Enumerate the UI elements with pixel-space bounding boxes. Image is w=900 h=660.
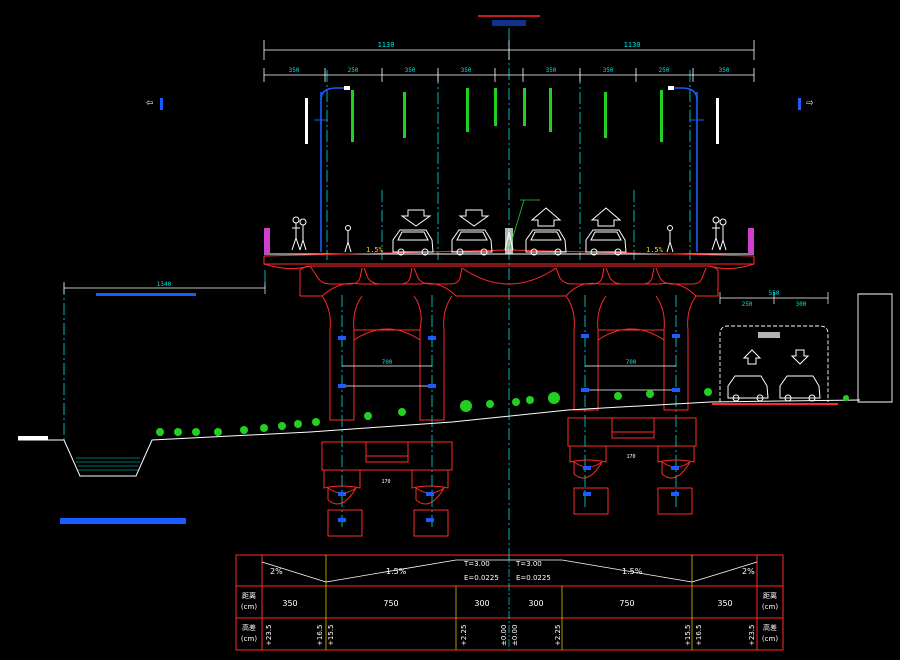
height-6: ±0.00 <box>511 625 519 646</box>
underpass-dim-b: 300 <box>796 301 807 308</box>
foundation-left <box>321 441 453 537</box>
height-2: +16.5 <box>316 625 324 646</box>
top-dimension-total <box>263 40 755 60</box>
table-slope-3: 1.5% <box>622 567 643 576</box>
pier-dim-right: 700 <box>626 359 637 366</box>
shrub-icons <box>156 388 849 436</box>
seg-dim-2: 250 <box>348 67 359 74</box>
median-annotation <box>504 199 540 251</box>
profile-table: 2% 1.5% 1.5% 2% T=3.00 E=0.0225 T=3.00 E… <box>235 554 784 651</box>
distance-3: 300 <box>474 599 489 608</box>
height-8: +15.5 <box>684 625 692 646</box>
foot-dim-right: 170 <box>626 454 635 460</box>
lane-arrow-icons <box>400 207 622 227</box>
height-1: +23.5 <box>265 625 273 646</box>
street-lamp-right-icon <box>668 86 704 252</box>
curve-left-t: T=3.00 <box>463 560 490 568</box>
row2-label-left-a: 高差 <box>242 623 256 632</box>
seg-dim-8: 350 <box>719 67 730 74</box>
seg-dim-4: 350 <box>461 67 472 74</box>
distance-6: 350 <box>717 599 732 608</box>
seg-dim-3: 350 <box>405 67 416 74</box>
piers-left <box>321 295 453 421</box>
building-outline <box>857 293 893 403</box>
height-5: ±0.00 <box>500 625 508 646</box>
distance-5: 750 <box>619 599 634 608</box>
foundation-right <box>567 417 697 515</box>
row2-label-left-b: (cm) <box>241 635 257 643</box>
height-10: +23.5 <box>748 625 756 646</box>
row2-label-right-b: (cm) <box>762 635 778 643</box>
underpass-box <box>719 325 829 402</box>
pier-markers <box>338 334 680 392</box>
row1-label-left-b: (cm) <box>241 603 257 611</box>
car-icons <box>392 229 627 256</box>
row1-label-left-a: 距离 <box>242 591 256 600</box>
curve-right-t: T=3.00 <box>515 560 542 568</box>
underpass-dim-a: 250 <box>742 301 753 308</box>
ground-line <box>18 399 861 477</box>
underpass-dim-total: 550 <box>769 290 780 297</box>
cap-beam <box>263 263 755 297</box>
dim-total-right: 1130 <box>624 41 641 49</box>
height-9: +16.5 <box>695 625 703 646</box>
foot-dim-left: 170 <box>381 479 390 485</box>
dim-total-left: 1130 <box>378 41 395 49</box>
seg-dim-7: 250 <box>659 67 670 74</box>
table-slope-2: 1.5% <box>386 567 407 576</box>
channel-dim-label: 1340 <box>157 281 172 288</box>
channel-dimension <box>63 282 266 294</box>
slope-label-left: 1.5% <box>366 246 384 254</box>
vertical-lane-labels <box>305 88 719 144</box>
left-direction-arrow-icon: ⇦ <box>146 95 153 109</box>
height-4: +2.25 <box>460 625 468 646</box>
height-7: +2.25 <box>554 625 562 646</box>
row1-label-right-b: (cm) <box>762 603 778 611</box>
table-slope-1: 2% <box>270 567 283 576</box>
distance-1: 350 <box>282 599 297 608</box>
pier-dim-lines <box>342 365 676 391</box>
distance-4: 300 <box>528 599 543 608</box>
slope-label-right: 1.5% <box>646 246 664 254</box>
underpass-car-icons <box>727 349 821 402</box>
row1-label-right-a: 距离 <box>763 591 777 600</box>
curve-right-e: E=0.0225 <box>516 574 551 582</box>
distance-2: 750 <box>383 599 398 608</box>
row2-label-right-a: 高差 <box>763 623 777 632</box>
piers-right <box>565 295 697 411</box>
pedestrian-icon <box>291 216 727 253</box>
pier-dim-left: 700 <box>382 359 393 366</box>
table-slope-4: 2% <box>742 567 755 576</box>
seg-dim-5: 350 <box>546 67 557 74</box>
pile-markers <box>338 466 679 522</box>
seg-dim-6: 350 <box>603 67 614 74</box>
right-direction-arrow-icon: ⇨ <box>806 95 814 109</box>
drawing-title <box>478 15 540 26</box>
underpass-dimension <box>719 292 829 304</box>
centerlines <box>63 28 691 560</box>
height-3: +15.5 <box>327 625 335 646</box>
curve-left-e: E=0.0225 <box>464 574 499 582</box>
street-lamp-left-icon <box>314 86 350 252</box>
segment-dim-labels: 350 250 350 350 350 350 250 350 <box>289 67 730 74</box>
top-dimension-segments <box>263 68 755 82</box>
seg-dim-1: 350 <box>289 67 300 74</box>
